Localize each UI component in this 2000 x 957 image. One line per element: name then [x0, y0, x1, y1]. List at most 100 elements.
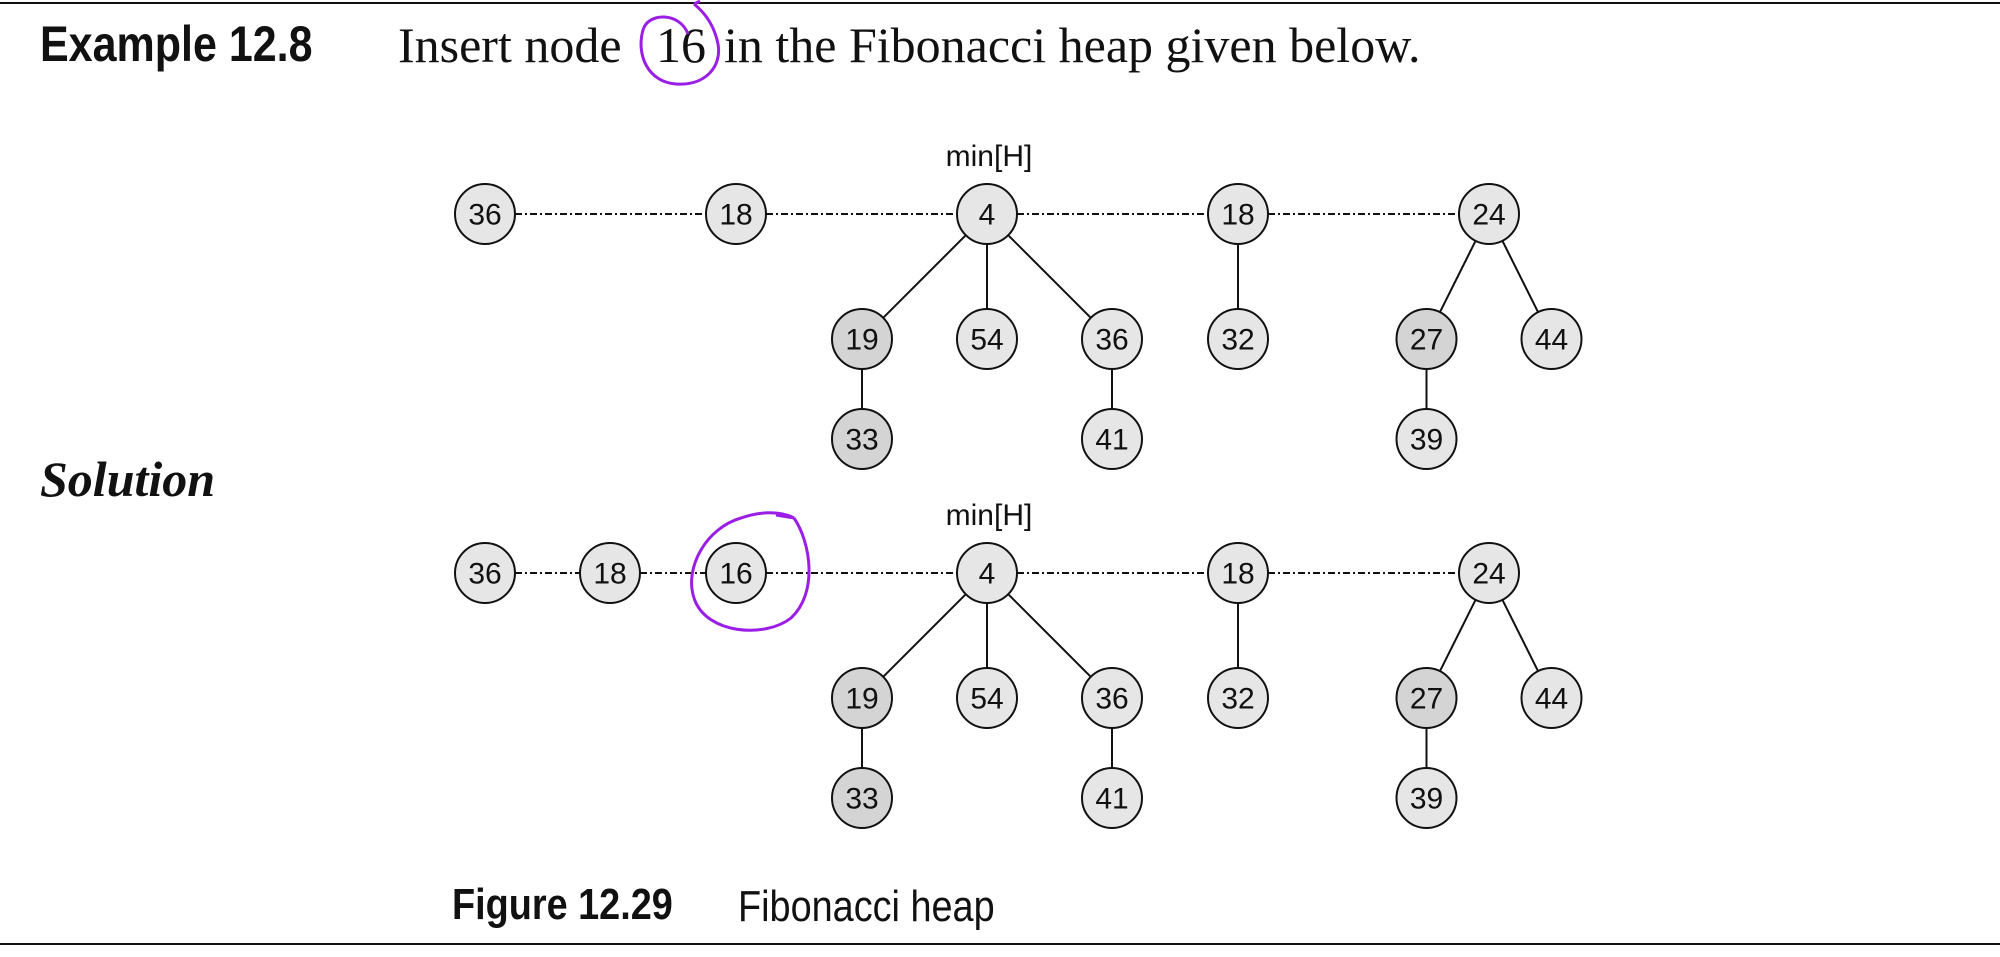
node-key: 39 [1410, 783, 1443, 816]
node-circle [1395, 667, 1458, 729]
node-key: 36 [1095, 324, 1128, 357]
heap-node: 54 [956, 667, 1018, 729]
fibonacci-heap: 36 18 33 19 54 41 36 4 32 18 39 27 44 24 min[H] [454, 140, 1583, 470]
node-key: 54 [970, 324, 1003, 357]
node-circle [1207, 667, 1269, 729]
node-key: 18 [719, 199, 752, 232]
heap-node: 24 [1458, 542, 1520, 604]
heap-node: 18 [705, 183, 767, 245]
node-key: 24 [1472, 558, 1505, 591]
heap-nodes: 36 18 33 19 54 41 36 4 32 18 39 27 44 24 [454, 183, 1583, 470]
heap-node: 4 [956, 183, 1018, 245]
node-circle [831, 667, 893, 729]
tree-edge [1007, 234, 1092, 319]
heap-node: 27 [1395, 667, 1458, 729]
figure-caption: Fibonacci heap [738, 882, 995, 931]
node-circle [705, 183, 767, 245]
node-circle [956, 542, 1018, 604]
heap-node: 19 [831, 308, 893, 370]
heap-node: 18 [1207, 183, 1269, 245]
node-key: 27 [1410, 324, 1443, 357]
example-text-after: in the Fibonacci heap given below. [724, 17, 1421, 73]
node-key: 24 [1472, 199, 1505, 232]
node-key: 4 [979, 199, 996, 232]
tree-edge [1501, 240, 1539, 313]
heap-node: 33 [831, 408, 893, 470]
node-key: 16 [719, 558, 752, 591]
example-node-value: 16 [656, 17, 706, 73]
heap-edges [515, 572, 1539, 768]
node-key: 19 [845, 324, 878, 357]
node-circle [1207, 308, 1269, 370]
heap-node: 41 [1081, 408, 1143, 470]
node-circle [1458, 542, 1520, 604]
heap-node: 39 [1395, 767, 1458, 829]
heap-node: 33 [831, 767, 893, 829]
example-circle-annotation [639, 0, 721, 86]
node-circle [831, 767, 893, 829]
node-key: 27 [1410, 683, 1443, 716]
heap-node: 39 [1395, 408, 1458, 470]
node-circle [1207, 542, 1269, 604]
tree-edge [1439, 599, 1477, 672]
node-circle [1395, 308, 1458, 370]
node-circle [1395, 767, 1458, 829]
heap-node: 18 [579, 542, 641, 604]
heap-node: 36 [454, 183, 516, 245]
top-rule [0, 2, 2000, 4]
node-key: 44 [1535, 324, 1568, 357]
node-circle [705, 542, 767, 604]
node-circle [831, 408, 893, 470]
node-circle [454, 542, 516, 604]
min-pointer-label: min[H] [946, 140, 1033, 173]
tree-edge [882, 234, 967, 319]
node-circle [1081, 767, 1143, 829]
figure-label: Figure 12.29 [452, 880, 673, 929]
example-text-before: Insert node [398, 17, 622, 73]
node-key: 18 [1221, 199, 1254, 232]
inserted-node-annotation [690, 511, 811, 632]
node-circle [1520, 308, 1583, 370]
node-circle [1520, 667, 1583, 729]
heap-node: 54 [956, 308, 1018, 370]
heap-node: 18 [1207, 542, 1269, 604]
heap-node: 27 [1395, 308, 1458, 370]
node-circle [1207, 183, 1269, 245]
tree-edge [882, 593, 967, 678]
solution-label: Solution [40, 451, 216, 507]
node-key: 18 [593, 558, 626, 591]
heap-node: 19 [831, 667, 893, 729]
node-key: 33 [845, 424, 878, 457]
node-circle [1081, 667, 1143, 729]
tree-edge [1007, 593, 1092, 678]
heap-node: 16 [705, 542, 767, 604]
heap-node: 32 [1207, 308, 1269, 370]
heap-node: 36 [454, 542, 516, 604]
heap-edges [515, 213, 1539, 409]
heap-node: 44 [1520, 667, 1583, 729]
bottom-rule [0, 943, 2000, 945]
example-label: Example 12.8 [40, 16, 313, 72]
node-key: 54 [970, 683, 1003, 716]
node-circle [1081, 308, 1143, 370]
heap-node: 32 [1207, 667, 1269, 729]
heap-node: 44 [1520, 308, 1583, 370]
node-key: 41 [1095, 783, 1128, 816]
node-circle [579, 542, 641, 604]
node-key: 4 [979, 558, 996, 591]
node-circle [831, 308, 893, 370]
heap-nodes: 36 18 16 33 19 54 41 36 4 32 18 39 27 44 24 [454, 542, 1583, 829]
heap-node: 36 [1081, 308, 1143, 370]
heap-node: 41 [1081, 767, 1143, 829]
node-key: 36 [468, 558, 501, 591]
node-key: 36 [468, 199, 501, 232]
heap-node: 24 [1458, 183, 1520, 245]
tree-edge [1439, 240, 1477, 313]
node-key: 41 [1095, 424, 1128, 457]
node-key: 18 [1221, 558, 1254, 591]
tree-edge [1501, 599, 1539, 672]
node-circle [956, 667, 1018, 729]
node-circle [1081, 408, 1143, 470]
heap-node: 36 [1081, 667, 1143, 729]
